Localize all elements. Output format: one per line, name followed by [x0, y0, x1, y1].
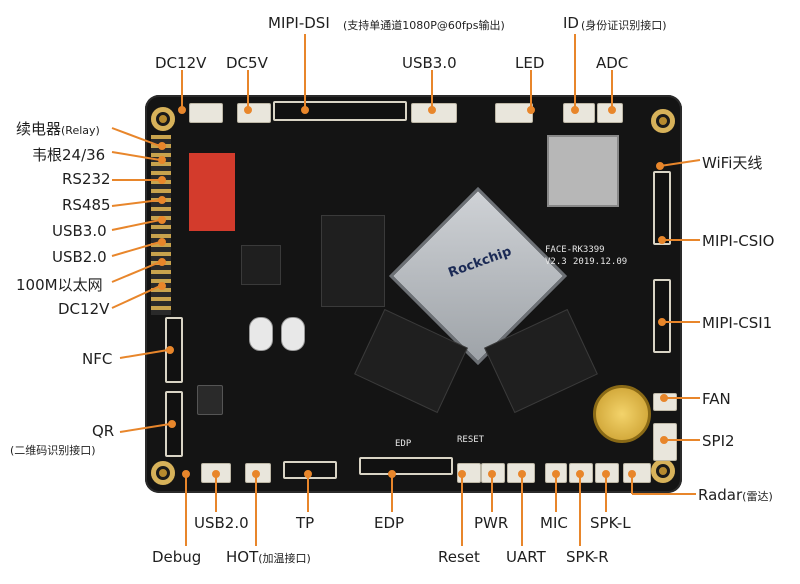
mount-hole-top-right [651, 109, 675, 133]
label-tp: TP [296, 514, 315, 532]
relay-component [189, 153, 235, 231]
label-usb20-bottom: USB2.0 [194, 514, 249, 532]
label-wiegand: 韦根24/36 [32, 146, 106, 164]
label-radar: Radar(雷达) [698, 486, 773, 504]
label-led: LED [515, 54, 545, 72]
reset-button-cluster [197, 385, 223, 415]
board-date-text: 2019.12.09 [573, 257, 628, 267]
ethernet-chip [241, 245, 281, 285]
label-hot-note: (加温接口) [258, 552, 311, 565]
label-adc: ADC [596, 54, 629, 72]
memory-chip [321, 215, 385, 307]
label-debug: Debug [152, 548, 202, 566]
mount-hole-bottom-left [151, 461, 175, 485]
label-spk-l: SPK-L [590, 514, 631, 532]
label-dc5v: DC5V [226, 54, 268, 72]
label-dc12v-top: DC12V [155, 54, 207, 72]
label-spi2: SPI2 [702, 432, 735, 450]
mount-hole-top-left [151, 107, 175, 131]
label-ethernet: 100M以太网 [16, 276, 103, 294]
mipi-dsi-connector [273, 101, 407, 121]
label-pwr: PWR [474, 514, 509, 532]
label-id-note: (身份证识别接口) [581, 19, 667, 32]
label-usb20-left: USB2.0 [52, 248, 107, 266]
tp-connector [283, 461, 337, 479]
label-relay-note: (Relay) [61, 124, 100, 137]
label-rs485: RS485 [62, 196, 111, 214]
label-rs232: RS232 [62, 170, 111, 188]
label-usb30-top: USB3.0 [402, 54, 457, 72]
label-mipi-csi0: MIPI-CSIO [702, 232, 775, 250]
board-version-text: V2.3 [545, 257, 567, 267]
wifi-module [547, 135, 619, 207]
dc12v-connector [189, 103, 223, 123]
label-edp: EDP [374, 514, 405, 532]
rtc-battery [593, 385, 651, 443]
label-reset: Reset [438, 548, 480, 566]
edp-connector [359, 457, 453, 475]
label-mic: MIC [540, 514, 568, 532]
label-nfc: NFC [82, 350, 113, 368]
label-hot: HOT(加温接口) [226, 548, 311, 566]
id-connector [563, 103, 595, 123]
label-mipi-csi1: MIPI-CSI1 [702, 314, 773, 332]
label-mipi-dsi-note: (支持单通道1080P@60fps输出) [343, 19, 505, 32]
board-model-text: FACE-RK3399 [545, 245, 605, 255]
label-wifi: WiFi天线 [702, 154, 763, 172]
label-qr: QR [92, 422, 115, 440]
mipi-csi1-connector [653, 279, 671, 353]
mount-hole-bottom-right [651, 459, 675, 483]
label-id: ID [563, 14, 579, 32]
radar-connector [623, 463, 651, 483]
label-usb30-left: USB3.0 [52, 222, 107, 240]
label-dc12v-left: DC12V [58, 300, 110, 318]
label-relay: 续电器(Relay) [16, 120, 100, 138]
label-mipi-dsi: MIPI-DSI [268, 14, 330, 32]
reset-silk-text: RESET [457, 435, 485, 445]
edp-silk-text: EDP [395, 439, 412, 449]
label-radar-note: (雷达) [742, 490, 773, 503]
capacitor [281, 317, 305, 351]
capacitor [249, 317, 273, 351]
label-qr-note: (二维码识别接口) [10, 444, 96, 457]
label-fan: FAN [702, 390, 731, 408]
label-spk-r: SPK-R [566, 548, 609, 566]
label-uart: UART [506, 548, 546, 566]
spi2-connector [653, 423, 677, 461]
